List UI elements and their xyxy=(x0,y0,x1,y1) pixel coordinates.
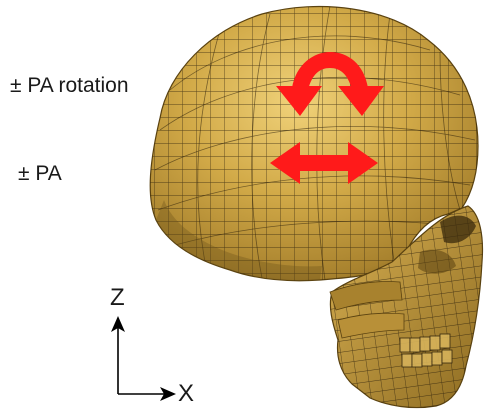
translation-label: ± PA xyxy=(18,162,62,186)
coordinate-axes xyxy=(111,316,176,401)
axis-z-label: Z xyxy=(110,284,125,312)
axis-x-label: X xyxy=(178,380,194,408)
rotation-label: ± PA rotation xyxy=(10,74,129,98)
